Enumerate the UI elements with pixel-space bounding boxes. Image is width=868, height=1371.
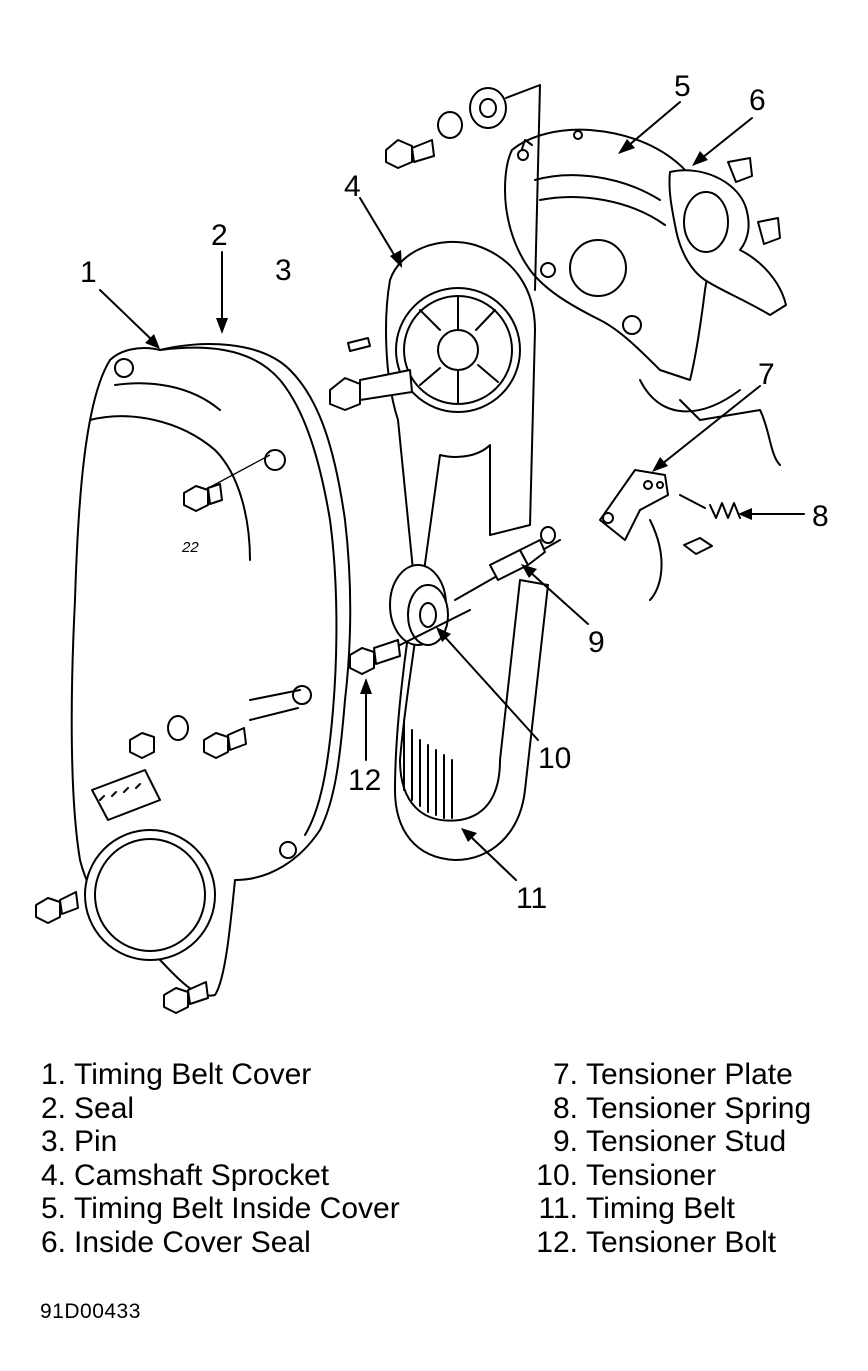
callout-8: 8 <box>812 500 829 533</box>
tensioner-stud-part <box>489 526 556 581</box>
callout-11: 11 <box>516 882 547 915</box>
callout-4: 4 <box>344 170 361 203</box>
callout-1: 1 <box>80 256 97 289</box>
cover-bolts-part <box>35 483 247 1014</box>
legend-item: 12.Tensioner Bolt <box>536 1225 777 1259</box>
legend-item: 5.Timing Belt Inside Cover <box>40 1192 400 1225</box>
inside-cover-part <box>504 128 711 381</box>
callout-12: 12 <box>348 764 381 797</box>
legend-item: 9.Tensioner Stud <box>552 1125 787 1158</box>
legend: 1.Timing Belt Cover 2.Seal 3.Pin 4.Camsh… <box>0 1058 868 1278</box>
callout-3: 3 <box>275 254 292 287</box>
callout-9: 9 <box>588 626 605 659</box>
tensioner-plate-part <box>599 469 669 541</box>
callout-2: 2 <box>211 219 228 252</box>
legend-item: 1.Timing Belt Cover <box>40 1058 312 1091</box>
legend-item: 6.Inside Cover Seal <box>40 1225 311 1259</box>
legend-left-column: 1.Timing Belt Cover 2.Seal 3.Pin 4.Camsh… <box>37 1058 400 1259</box>
legend-item: 10.Tensioner <box>536 1158 717 1192</box>
timing-belt-cover-part <box>70 343 352 997</box>
camshaft-sprocket-part <box>329 287 521 413</box>
upper-bolts-part <box>385 84 541 291</box>
inside-cover-seal-part <box>668 157 787 316</box>
legend-item: 11.Timing Belt <box>538 1192 735 1225</box>
cover-mark-label: 22 <box>181 539 199 556</box>
legend-item: 8.Tensioner Spring <box>552 1091 812 1125</box>
figure-id: 91D00433 <box>40 1300 141 1323</box>
legend-item: 7.Tensioner Plate <box>552 1058 793 1091</box>
tensioner-spring-part <box>649 494 741 601</box>
callout-6: 6 <box>749 84 766 117</box>
legend-item: 3.Pin <box>40 1125 118 1158</box>
callout-7: 7 <box>758 358 775 391</box>
tensioner-bolt-part <box>349 609 471 675</box>
engine-outline <box>639 379 781 466</box>
legend-item: 4.Camshaft Sprocket <box>40 1158 330 1192</box>
callout-10: 10 <box>538 742 571 775</box>
pin-part <box>347 337 371 352</box>
leader-lines <box>99 101 805 881</box>
callout-5: 5 <box>674 70 691 103</box>
legend-item: 2.Seal <box>40 1091 135 1125</box>
exploded-view-diagram: 22 <box>35 70 829 1014</box>
legend-right-column: 7.Tensioner Plate 8.Tensioner Spring 9.T… <box>532 1058 811 1259</box>
